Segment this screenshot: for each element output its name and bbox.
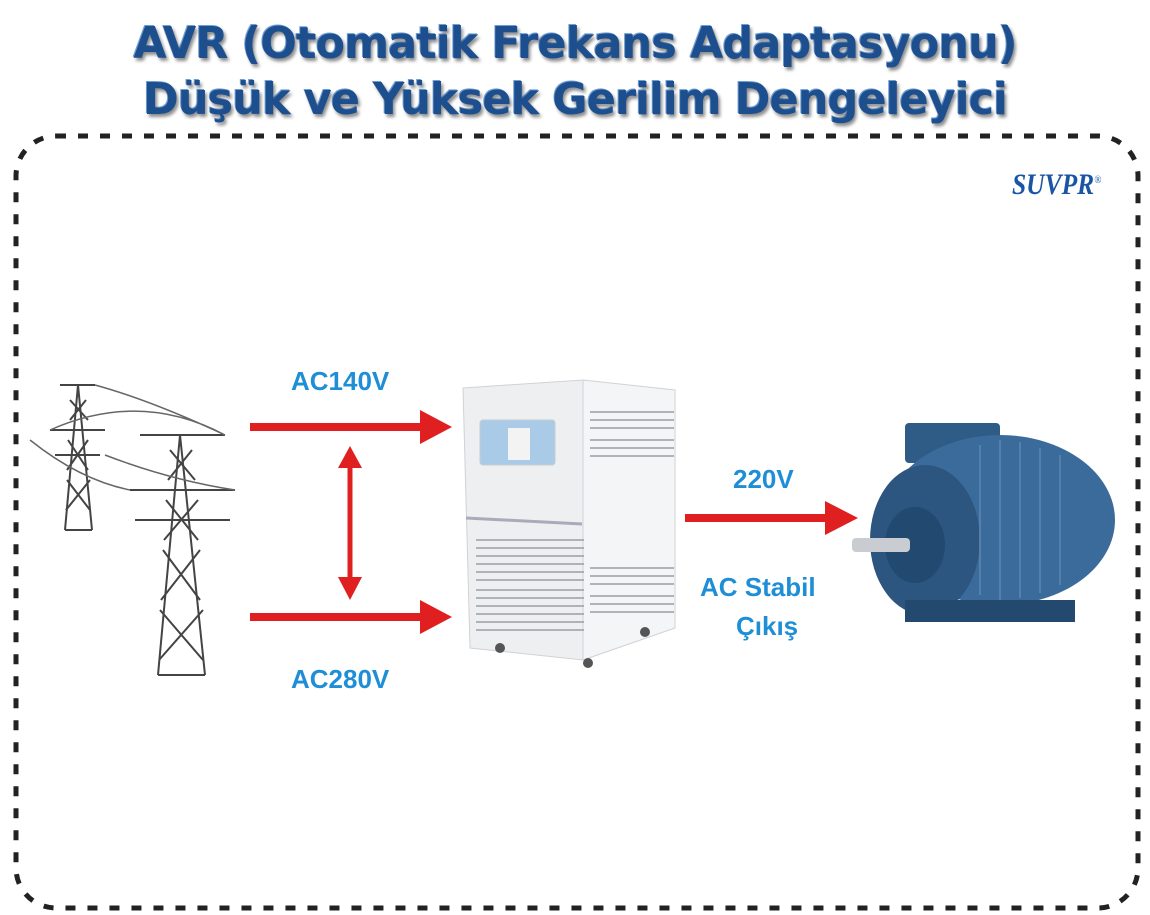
logo-text: SUVPR [1012, 168, 1095, 201]
output-voltage-label: 220V [733, 464, 794, 494]
output-arrow-head [825, 501, 858, 535]
output-label-line-2: Çıkış [736, 611, 799, 641]
input-arrow-bottom-head [420, 600, 452, 634]
range-arrow-head-down [338, 577, 362, 600]
range-arrow-head-up [338, 446, 362, 468]
input-low-label: AC140V [291, 366, 390, 396]
registered-mark: ® [1094, 174, 1102, 186]
voltage-stabilizer-icon [462, 379, 676, 668]
input-high-label: AC280V [291, 664, 390, 694]
input-arrow-top-head [420, 410, 452, 444]
electric-motor-icon [852, 423, 1115, 622]
brand-logo: SUVPR® [1012, 168, 1101, 202]
title-line-1: AVR (Otomatik Frekans Adaptasyonu) [133, 18, 1017, 69]
dashed-border [13, 133, 1141, 911]
power-tower-icon [29, 384, 236, 676]
output-label-line-1: AC Stabil [700, 572, 816, 602]
title-line-2: Düşük ve Yüksek Gerilim Dengeleyici [143, 74, 1008, 125]
